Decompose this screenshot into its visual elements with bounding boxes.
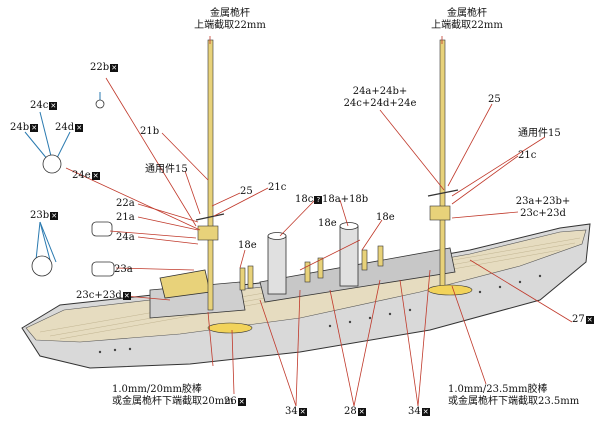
mark-icon: ✕ <box>91 171 100 180</box>
rod-fore-note: 1.0mm/20mm胶棒 或金属桅杆下端截取20mm <box>112 384 234 408</box>
label-24c-text: 24c <box>30 100 49 111</box>
label-34-a-text: 34 <box>285 406 298 417</box>
label-24b: 24b✕ <box>10 122 39 134</box>
label-24b-text: 24b <box>10 122 30 133</box>
main-mast-note: 金属桅杆 上端截取22mm <box>412 8 522 32</box>
label-34-b: 34✕ <box>408 406 430 418</box>
mark-icon: ✕ <box>75 123 84 132</box>
label-18c: 18c? <box>295 194 323 206</box>
label-common15-main: 通用件15 <box>518 128 561 139</box>
rod-main-note: 1.0mm/23.5mm胶棒 或金属桅杆下端截取23.5mm <box>448 384 579 408</box>
label-24d-text: 24d <box>55 122 75 133</box>
leader-lines <box>65 36 573 407</box>
label-23a: 23a <box>114 264 133 275</box>
label-24e-text: 24e <box>72 170 91 181</box>
part-23b-icon <box>31 221 57 277</box>
label-21a: 21a <box>116 212 135 223</box>
label-27: 27✕ <box>572 314 594 326</box>
mark-icon: ✕ <box>421 407 430 416</box>
label-18a-18b: 18a+18b <box>322 194 369 205</box>
mark-icon: ✕ <box>585 315 594 324</box>
mark-icon: ✕ <box>49 101 58 110</box>
part-22b-icon <box>95 92 105 109</box>
label-24abcde-line2: 24c+24d+24e <box>343 98 417 109</box>
fore-mast-note-line1: 金属桅杆 <box>210 8 250 19</box>
label-22a: 22a <box>116 198 135 209</box>
label-18c-text: 18c <box>295 194 314 205</box>
label-28-text: 28 <box>344 406 357 417</box>
mark-icon: ? <box>314 195 323 204</box>
label-18e-3: 18e <box>376 212 395 223</box>
label-23abcd: 23a+23b+ 23c+23d <box>508 196 578 220</box>
fore-mast <box>195 39 225 311</box>
label-25-fore: 25 <box>240 186 253 197</box>
mark-icon: ✕ <box>110 63 119 72</box>
rod-main-note-line1: 1.0mm/23.5mm胶棒 <box>448 384 548 395</box>
part-24e-icon <box>91 221 113 237</box>
boats <box>207 284 473 334</box>
label-25-main: 25 <box>488 94 501 105</box>
label-21c-main: 21c <box>518 150 537 161</box>
label-21b: 21b <box>140 126 160 137</box>
label-23b-text: 23b <box>30 210 50 221</box>
mark-icon: ✕ <box>122 291 131 300</box>
label-23b: 23b✕ <box>30 210 59 222</box>
mark-icon: ✕ <box>298 407 307 416</box>
label-22b: 22b✕ <box>90 62 119 74</box>
part-24-icon <box>24 111 71 174</box>
mark-icon: ✕ <box>357 407 366 416</box>
part-23-icon <box>91 261 115 277</box>
label-26: 26✕ <box>224 396 246 408</box>
label-18e-2: 18e <box>318 218 337 229</box>
label-26-text: 26 <box>224 396 237 407</box>
label-28: 28✕ <box>344 406 366 418</box>
label-27-text: 27 <box>572 314 585 325</box>
label-23abcd-line2: 23c+23d <box>520 208 566 219</box>
label-24e: 24e✕ <box>72 170 100 182</box>
fore-mast-note: 金属桅杆 上端截取22mm <box>175 8 285 32</box>
fore-mast-note-line2: 上端截取22mm <box>194 20 266 31</box>
label-common15-fore: 通用件15 <box>145 164 188 175</box>
funnel-aft <box>339 222 359 287</box>
mark-icon: ✕ <box>237 397 246 406</box>
rod-fore-note-line2: 或金属桅杆下端截取20mm <box>112 396 234 407</box>
label-23c-23d: 23c+23d✕ <box>76 290 131 302</box>
label-23c-23d-text: 23c+23d <box>76 290 122 301</box>
label-24abcde-line1: 24a+24b+ <box>352 86 408 97</box>
label-24abcde: 24a+24b+ 24c+24d+24e <box>340 86 420 110</box>
mark-icon: ✕ <box>30 123 39 132</box>
funnel-fore <box>267 232 287 295</box>
label-18e-1: 18e <box>238 240 257 251</box>
main-mast-note-line2: 上端截取22mm <box>431 20 503 31</box>
label-21c-fore: 21c <box>268 182 287 193</box>
label-23abcd-line1: 23a+23b+ <box>515 196 571 207</box>
label-34-a: 34✕ <box>285 406 307 418</box>
rod-main-note-line2: 或金属桅杆下端截取23.5mm <box>448 396 580 407</box>
label-22b-text: 22b <box>90 62 110 73</box>
label-24a: 24a <box>116 232 135 243</box>
label-34-b-text: 34 <box>408 406 421 417</box>
ventilators <box>239 245 384 291</box>
mark-icon: ✕ <box>50 211 59 220</box>
main-mast-note-line1: 金属桅杆 <box>447 8 487 19</box>
portholes <box>98 274 542 354</box>
rod-fore-note-line1: 1.0mm/20mm胶棒 <box>112 384 202 395</box>
label-24d: 24d✕ <box>55 122 84 134</box>
label-24c: 24c✕ <box>30 100 58 112</box>
